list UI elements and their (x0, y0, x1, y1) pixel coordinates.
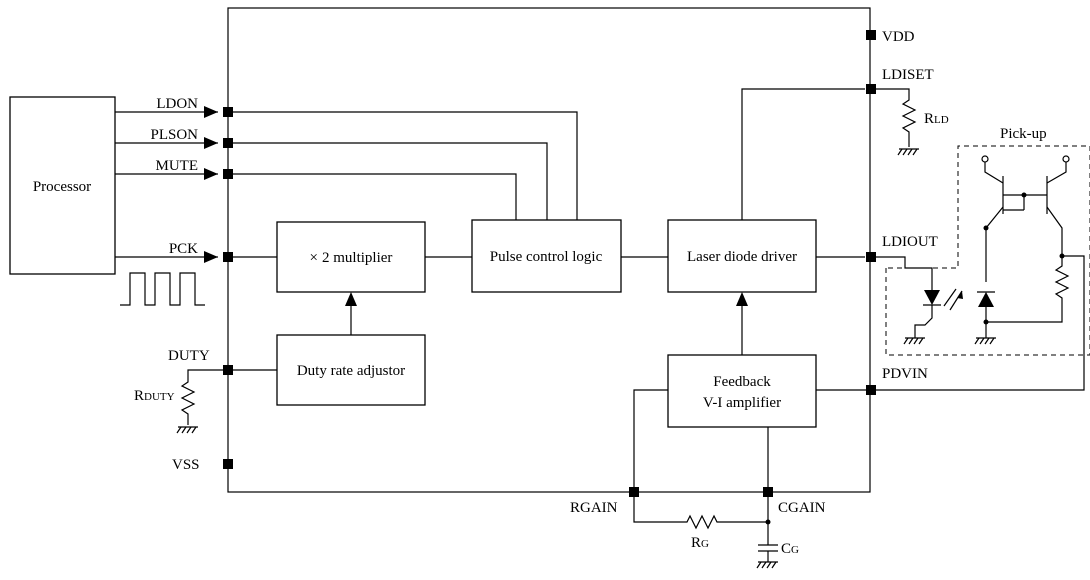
pck-line: PCK (115, 241, 218, 263)
ground-icon (897, 148, 919, 156)
pickup-circuit (876, 155, 1085, 391)
pin-ldiset (866, 84, 876, 94)
pickup-outline (885, 145, 1090, 356)
feedback-to-rgain-wire (633, 389, 668, 487)
rduty-resistor: RDUTY (134, 369, 223, 425)
pdvin-label: PDVIN (882, 366, 928, 382)
ldon-line: LDON (115, 96, 218, 118)
cg-capacitor: CG (758, 541, 799, 562)
ldiset-internal-wire (741, 88, 865, 220)
feedback-label-line1: Feedback (713, 374, 771, 390)
feedback-to-driver-arrow (736, 292, 748, 355)
pin-vdd (866, 30, 876, 40)
feedback-amplifier-block: Feedback V-I amplifier (667, 354, 817, 428)
multiplier-label: ×2 multiplier (310, 250, 393, 266)
ground-icon (176, 426, 198, 434)
rg-resistor: RG (633, 497, 771, 551)
rduty-label: RDUTY (134, 388, 175, 404)
laser-driver-label: Laser diode driver (687, 249, 797, 265)
chip-outline (227, 7, 871, 493)
ldon-label: LDON (156, 96, 198, 112)
pin-vss (223, 459, 233, 469)
pin-pdvin (866, 385, 876, 395)
plson-internal-wire (233, 142, 548, 220)
multiplier-block: ×2 multiplier (276, 221, 426, 293)
mute-label: MUTE (156, 158, 199, 174)
pin-plson (223, 138, 233, 148)
pin-mute (223, 169, 233, 179)
ldiset-label: LDISET (882, 67, 934, 83)
ground-icon (756, 561, 778, 569)
mute-internal-wire (233, 173, 517, 220)
pulse-control-label: Pulse control logic (490, 249, 603, 265)
plson-label: PLSON (150, 127, 198, 143)
feedback-label-line2: V-I amplifier (703, 395, 781, 411)
pickup-label: Pick-up (1000, 126, 1047, 142)
pin-rgain (629, 487, 639, 497)
pin-cgain (763, 487, 773, 497)
vdd-label: VDD (882, 29, 915, 45)
pin-ldon (223, 107, 233, 117)
laser-driver-block: Laser diode driver (667, 219, 817, 293)
pin-duty (223, 365, 233, 375)
duty-adjustor-block: Duty rate adjustor (276, 334, 426, 406)
vss-label: VSS (172, 457, 200, 473)
rld-resistor: RLD (876, 88, 949, 147)
duty-adjustor-label: Duty rate adjustor (297, 363, 405, 379)
processor-block: Processor (9, 96, 116, 275)
rgain-label: RGAIN (570, 500, 618, 516)
cgain-label: CGAIN (778, 500, 826, 516)
rg-label: RG (691, 535, 709, 551)
rld-label: RLD (924, 111, 949, 127)
pin-pck (223, 252, 233, 262)
processor-label: Processor (33, 179, 91, 195)
ldon-internal-wire (233, 111, 578, 220)
duty-to-multiplier-arrow (345, 292, 357, 335)
mute-line: MUTE (115, 158, 218, 180)
clock-waveform (120, 272, 205, 306)
duty-label: DUTY (168, 348, 210, 364)
pulse-control-block: Pulse control logic (471, 219, 622, 293)
cg-label: CG (781, 541, 799, 557)
pck-label: PCK (169, 241, 198, 257)
ldiout-label: LDIOUT (882, 234, 938, 250)
plson-line: PLSON (115, 127, 218, 149)
pin-ldiout (866, 252, 876, 262)
